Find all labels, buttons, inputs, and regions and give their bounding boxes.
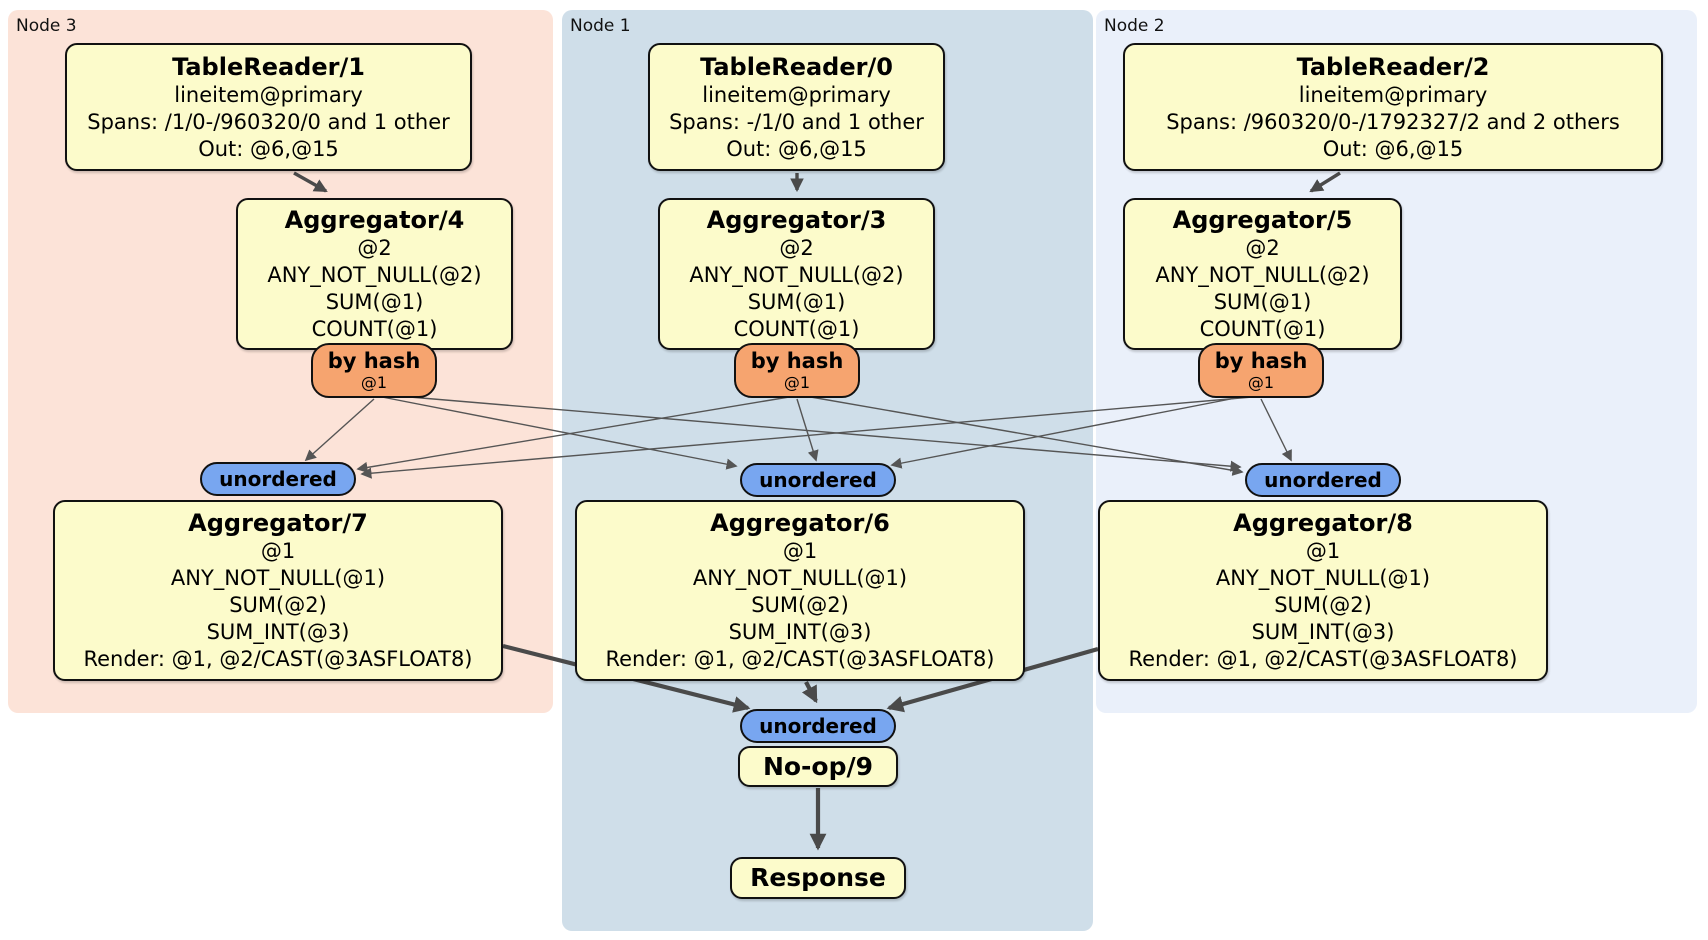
processor-detail: SUM(@1): [1213, 290, 1312, 314]
processor-title: Aggregator/4: [284, 206, 465, 234]
processor-title: Aggregator/5: [1172, 206, 1353, 234]
processor-detail: Out: @6,@15: [198, 136, 339, 161]
processor-detail: COUNT(@1): [733, 317, 860, 341]
processor-title: Aggregator/6: [710, 509, 890, 537]
processor-detail: @2: [779, 236, 814, 260]
processor-detail: SUM_INT(@3): [1251, 620, 1395, 644]
processor-title: TableReader/1: [172, 52, 365, 81]
processor-aggregator-8: Aggregator/8 @1 ANY_NOT_NULL(@1) SUM(@2)…: [1098, 500, 1548, 681]
processor-detail: Out: @6,@15: [1322, 136, 1464, 161]
processor-detail: Render: @1, @2/CAST(@3ASFLOAT8): [83, 647, 473, 671]
processor-title: Response: [750, 863, 886, 892]
processor-detail: SUM(@2): [751, 593, 849, 617]
processor-detail: ANY_NOT_NULL(@1): [692, 566, 908, 590]
processor-title: Aggregator/7: [188, 509, 368, 537]
processor-detail: SUM(@2): [229, 593, 327, 617]
region-node1-label: Node 1: [570, 16, 631, 36]
processor-title: Aggregator/3: [706, 206, 887, 234]
processor-aggregator-5: Aggregator/5 @2 ANY_NOT_NULL(@2) SUM(@1)…: [1123, 198, 1402, 350]
processor-tablereader-0: TableReader/0 lineitem@primary Spans: -/…: [648, 43, 945, 171]
processor-detail: @1: [260, 539, 296, 563]
processor-title: TableReader/2: [1296, 52, 1490, 81]
processor-detail: SUM(@1): [747, 290, 846, 314]
processor-aggregator-3: Aggregator/3 @2 ANY_NOT_NULL(@2) SUM(@1)…: [658, 198, 935, 350]
processor-tablereader-1: TableReader/1 lineitem@primary Spans: /1…: [65, 43, 472, 171]
processor-detail: ANY_NOT_NULL(@2): [1155, 263, 1370, 287]
processor-noop-9: No-op/9: [738, 746, 898, 787]
processor-detail: @2: [1245, 236, 1280, 260]
region-node2-label: Node 2: [1104, 16, 1165, 36]
processor-detail: @2: [357, 236, 392, 260]
processor-detail: ANY_NOT_NULL(@2): [267, 263, 482, 287]
processor-title: TableReader/0: [700, 52, 893, 81]
router-detail: @1: [1247, 372, 1275, 392]
processor-aggregator-4: Aggregator/4 @2 ANY_NOT_NULL(@2) SUM(@1)…: [236, 198, 513, 350]
stream-unordered-aggregator-6: unordered: [740, 463, 896, 497]
processor-detail: ANY_NOT_NULL(@1): [170, 566, 386, 590]
processor-detail: Render: @1, @2/CAST(@3ASFLOAT8): [1128, 647, 1518, 671]
processor-detail: @1: [782, 539, 818, 563]
processor-detail: COUNT(@1): [1199, 317, 1326, 341]
router-by-hash-aggregator-4: by hash @1: [311, 343, 437, 398]
router-detail: @1: [360, 372, 388, 392]
processor-detail: COUNT(@1): [311, 317, 438, 341]
processor-detail: lineitem@primary: [174, 82, 363, 107]
region-node3-label: Node 3: [16, 16, 77, 36]
router-label: by hash: [327, 348, 421, 373]
processor-title: Aggregator/8: [1233, 509, 1413, 537]
processor-detail: SUM_INT(@3): [206, 620, 350, 644]
router-by-hash-aggregator-3: by hash @1: [734, 343, 860, 398]
stream-unordered-aggregator-8: unordered: [1245, 463, 1401, 497]
router-label: by hash: [750, 348, 844, 373]
processor-detail: Out: @6,@15: [726, 136, 867, 161]
processor-detail: ANY_NOT_NULL(@2): [689, 263, 904, 287]
router-detail: @1: [783, 372, 811, 392]
router-by-hash-aggregator-5: by hash @1: [1198, 343, 1324, 398]
processor-detail: Spans: /960320/0-/1792327/2 and 2 others: [1166, 109, 1620, 134]
processor-aggregator-7: Aggregator/7 @1 ANY_NOT_NULL(@1) SUM(@2)…: [53, 500, 503, 681]
processor-detail: @1: [1305, 539, 1341, 563]
processor-title: No-op/9: [762, 751, 874, 781]
response-node: Response: [730, 857, 906, 899]
processor-detail: lineitem@primary: [1298, 82, 1488, 107]
processor-detail: Render: @1, @2/CAST(@3ASFLOAT8): [605, 647, 995, 671]
processor-detail: lineitem@primary: [702, 82, 891, 107]
processor-tablereader-2: TableReader/2 lineitem@primary Spans: /9…: [1123, 43, 1663, 171]
processor-aggregator-6: Aggregator/6 @1 ANY_NOT_NULL(@1) SUM(@2)…: [575, 500, 1025, 681]
processor-detail: SUM(@2): [1274, 593, 1372, 617]
processor-detail: SUM(@1): [325, 290, 424, 314]
stream-unordered-aggregator-7: unordered: [200, 462, 356, 496]
processor-detail: ANY_NOT_NULL(@1): [1215, 566, 1431, 590]
stream-unordered-noop: unordered: [740, 709, 896, 743]
processor-detail: Spans: -/1/0 and 1 other: [669, 109, 924, 134]
processor-detail: Spans: /1/0-/960320/0 and 1 other: [87, 109, 450, 134]
processor-detail: SUM_INT(@3): [728, 620, 872, 644]
router-label: by hash: [1214, 348, 1308, 373]
